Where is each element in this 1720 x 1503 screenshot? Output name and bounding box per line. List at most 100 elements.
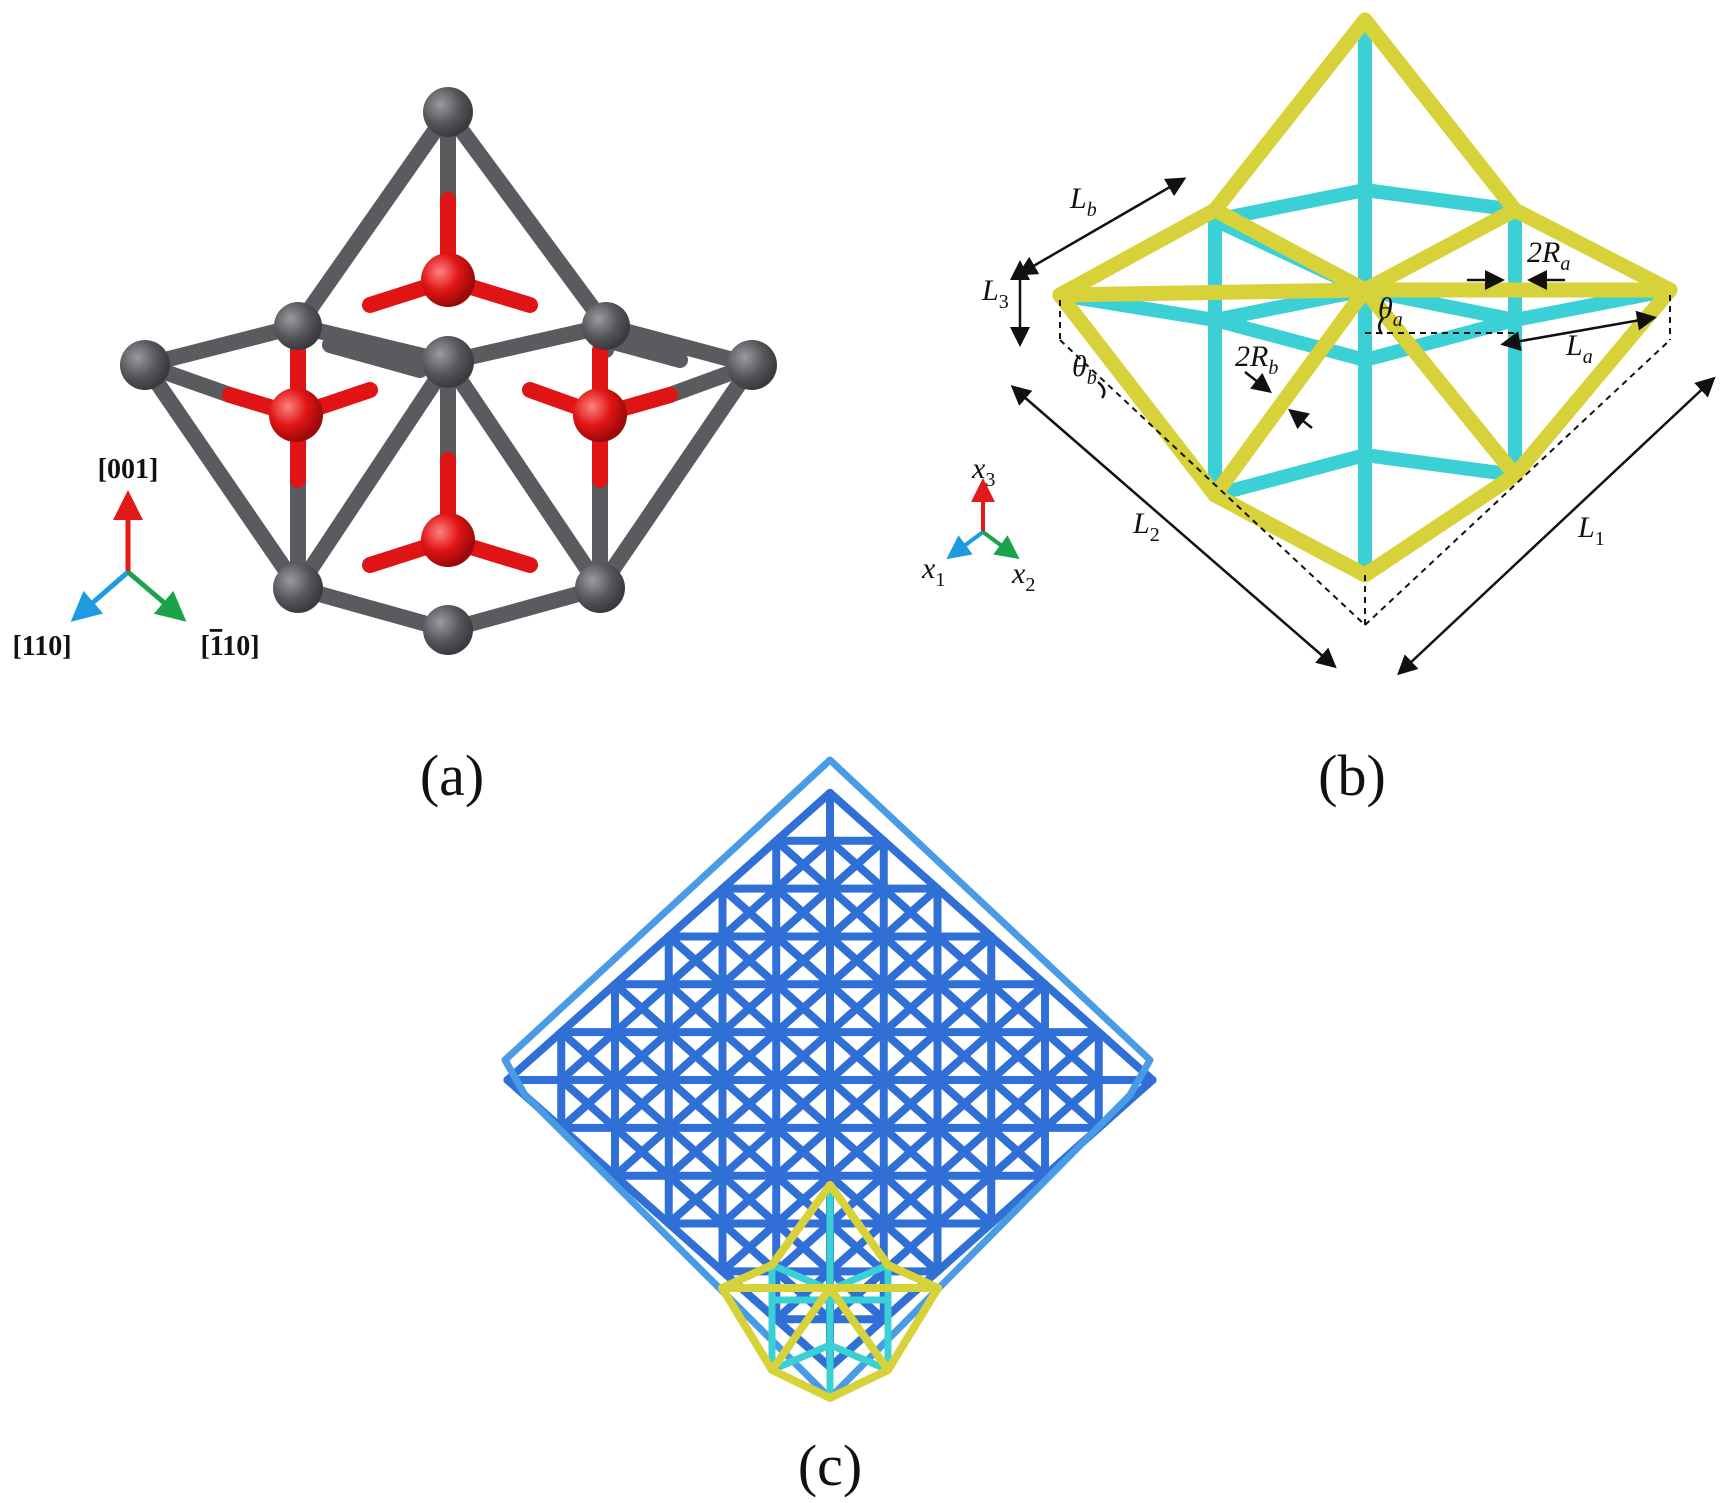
blue-strut: [557, 980, 619, 1037]
blue-strut: [664, 980, 727, 1037]
blue-strut: [826, 980, 888, 1037]
red-atoms: [269, 253, 627, 567]
caption-a: (a): [420, 743, 484, 808]
blue-strut: [933, 932, 996, 989]
blue-struts: [501, 756, 1157, 1402]
blue-strut: [611, 980, 673, 1037]
blue-strut: [772, 1076, 834, 1132]
blue-strut: [987, 1171, 1049, 1228]
blue-strut: [772, 1028, 834, 1084]
label-L1: L1: [1577, 511, 1605, 550]
blue-strut: [879, 1123, 942, 1180]
axis-x1-label: x1: [921, 552, 945, 591]
blue-strut: [772, 1219, 834, 1276]
blue-strut: [772, 980, 834, 1037]
gray-atom: [273, 563, 323, 613]
blue-strut: [933, 884, 996, 941]
blue-strut: [718, 1123, 781, 1180]
blue-strut: [879, 1028, 942, 1084]
theta-b-arc: [1097, 381, 1106, 399]
blue-strut: [933, 1076, 996, 1132]
blue-strut: [772, 1315, 834, 1372]
axis-bar110-bar-digit: 1: [210, 631, 223, 662]
dim-Lb-line: [1017, 177, 1187, 276]
red-atom: [421, 513, 475, 567]
label-Lb: Lb: [1069, 182, 1097, 221]
dim-L2-line: [1010, 385, 1337, 669]
blue-strut: [718, 884, 781, 941]
panel-b-unit-cell: [1052, 12, 1678, 583]
blue-strut: [772, 1171, 834, 1228]
blue-strut: [772, 836, 834, 893]
blue-strut: [772, 1267, 834, 1324]
panel-b-labels: Lb L3 L2 L1 La 2Ra 2Rb θa θb: [981, 182, 1605, 550]
blue-strut: [987, 1123, 1049, 1180]
Rb-arrow-b: [1288, 408, 1313, 430]
panel-c-lattice: [501, 756, 1157, 1402]
blue-strut: [503, 1028, 566, 1084]
dim-L1-line: [1397, 376, 1716, 676]
blue-strut: [718, 1076, 781, 1132]
gray-atom: [120, 340, 170, 390]
gray-atom: [575, 563, 625, 613]
blue-strut: [664, 1028, 727, 1084]
blue-strut: [718, 1028, 781, 1084]
dashed-guides: [1059, 295, 1671, 626]
blue-strut: [718, 1219, 781, 1276]
blue-strut: [987, 980, 1049, 1037]
axis-bar110-rest: 10: [222, 631, 250, 662]
red-atom: [421, 253, 475, 307]
blue-strut: [826, 1315, 888, 1372]
gray-atom: [423, 87, 473, 137]
axis-x2-arrow: [981, 530, 1020, 560]
blue-strut: [664, 1171, 727, 1228]
gray-atom: [274, 302, 322, 350]
blue-strut: [664, 1123, 727, 1180]
blue-strut: [879, 932, 942, 989]
blue-strut: [826, 884, 888, 941]
blue-strut: [772, 932, 834, 989]
blue-strut: [664, 1076, 727, 1132]
panel-b-axes: x3 x1 x2: [921, 452, 1035, 596]
caption-b: (b): [1318, 743, 1386, 808]
blue-strut: [933, 1028, 996, 1084]
label-2Ra: 2Ra: [1527, 236, 1570, 275]
red-atom: [573, 388, 627, 442]
blue-strut: [826, 1171, 888, 1228]
blue-strut: [987, 932, 1049, 989]
blue-strut: [933, 980, 996, 1037]
blue-strut: [826, 1028, 888, 1084]
blue-strut: [611, 1171, 673, 1228]
blue-strut: [879, 1076, 942, 1132]
blue-strut: [987, 1028, 1049, 1084]
blue-strut: [772, 788, 834, 845]
theta-a-arc: [1378, 317, 1384, 335]
blue-strut: [611, 932, 673, 989]
blue-strut: [664, 1219, 727, 1276]
axis-bar110-arrow: [126, 570, 187, 622]
gray-atom: [727, 340, 777, 390]
blue-strut: [933, 1171, 996, 1228]
blue-strut: [879, 980, 942, 1037]
axis-110-arrow: [70, 570, 130, 622]
blue-strut: [879, 1171, 942, 1228]
label-La: La: [1565, 329, 1593, 368]
blue-strut: [557, 1028, 619, 1084]
blue-strut: [611, 1123, 673, 1180]
blue-strut: [826, 932, 888, 989]
blue-strut: [879, 884, 942, 941]
blue-strut: [611, 1076, 673, 1132]
blue-strut: [718, 980, 781, 1037]
caption-c: (c): [798, 1433, 862, 1498]
highlighted-unit-cell: [718, 1181, 942, 1402]
blue-strut: [933, 1219, 996, 1276]
blue-strut: [611, 1028, 673, 1084]
label-L3: L3: [981, 274, 1009, 313]
blue-strut: [718, 1171, 781, 1228]
label-2Rb: 2Rb: [1235, 340, 1278, 379]
red-atom: [269, 388, 323, 442]
dim-La-line: [1500, 310, 1657, 351]
blue-strut: [664, 884, 727, 941]
Rb-arrow-a: [1244, 371, 1272, 394]
